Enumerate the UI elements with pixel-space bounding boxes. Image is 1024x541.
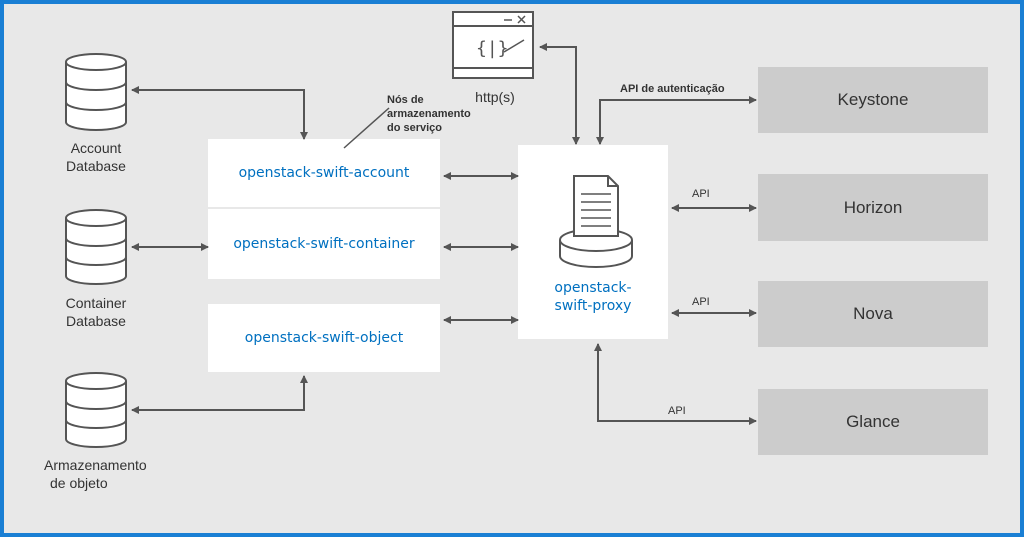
container-service-box: openstack-swift-container — [208, 209, 440, 279]
storage-note-line3: do serviço — [387, 122, 443, 134]
container-db-label-line2: Database — [66, 313, 126, 329]
auth-api-label: API de autenticação — [620, 83, 725, 95]
storage-note-line1: Nós de — [387, 94, 424, 106]
nova-box: Nova — [758, 281, 988, 347]
object-service-box: openstack-swift-object — [208, 304, 440, 372]
object-db-icon — [65, 372, 127, 448]
object-db-label-line1: Armazenamento — [44, 457, 147, 473]
container-db-icon — [65, 209, 127, 285]
glance-box: Glance — [758, 389, 988, 455]
horizon-api-label: API — [692, 188, 710, 200]
proxy-label-line2: swift-proxy — [554, 298, 632, 314]
container-service-label: openstack-swift-container — [233, 236, 415, 252]
svg-text:{|}: {|} — [476, 38, 509, 59]
keystone-box: Keystone — [758, 67, 988, 133]
proxy-label-line1: openstack- — [554, 280, 632, 296]
account-db-label-line1: Account — [70, 140, 122, 156]
storage-nodes-note: Nós de armazenamento do serviço — [387, 93, 471, 135]
nova-label: Nova — [853, 304, 893, 323]
keystone-connector — [596, 96, 757, 145]
container-db-label-line1: Container — [65, 295, 127, 311]
horizon-label: Horizon — [843, 197, 903, 217]
account-service-label: openstack-swift-account — [238, 165, 410, 181]
account-service-box: openstack-swift-account — [208, 139, 440, 207]
container-db-label: Container Database — [44, 294, 148, 330]
glance-label: Glance — [846, 412, 900, 431]
account-db-label-line2: Database — [66, 158, 126, 174]
proxy-service-box: openstack- swift-proxy — [518, 145, 668, 339]
keystone-label: Keystone — [837, 90, 909, 109]
account-db-label: Account Database — [44, 139, 148, 175]
storage-note-line2: armazenamento — [387, 108, 471, 120]
horizon-box: Horizon — [758, 174, 988, 241]
object-db-connector — [131, 375, 308, 414]
object-db-label: Armazenamento de objeto — [44, 456, 184, 492]
account-db-icon — [65, 53, 127, 131]
http-client-window-icon: {|} — [452, 11, 534, 79]
account-db-connector — [131, 86, 308, 140]
object-db-label-line2: de objeto — [50, 475, 108, 491]
http-proxy-connector — [539, 43, 580, 145]
http-label: http(s) — [475, 89, 515, 105]
glance-api-label: API — [668, 405, 686, 417]
nova-api-label: API — [692, 296, 710, 308]
object-service-label: openstack-swift-object — [244, 330, 404, 346]
